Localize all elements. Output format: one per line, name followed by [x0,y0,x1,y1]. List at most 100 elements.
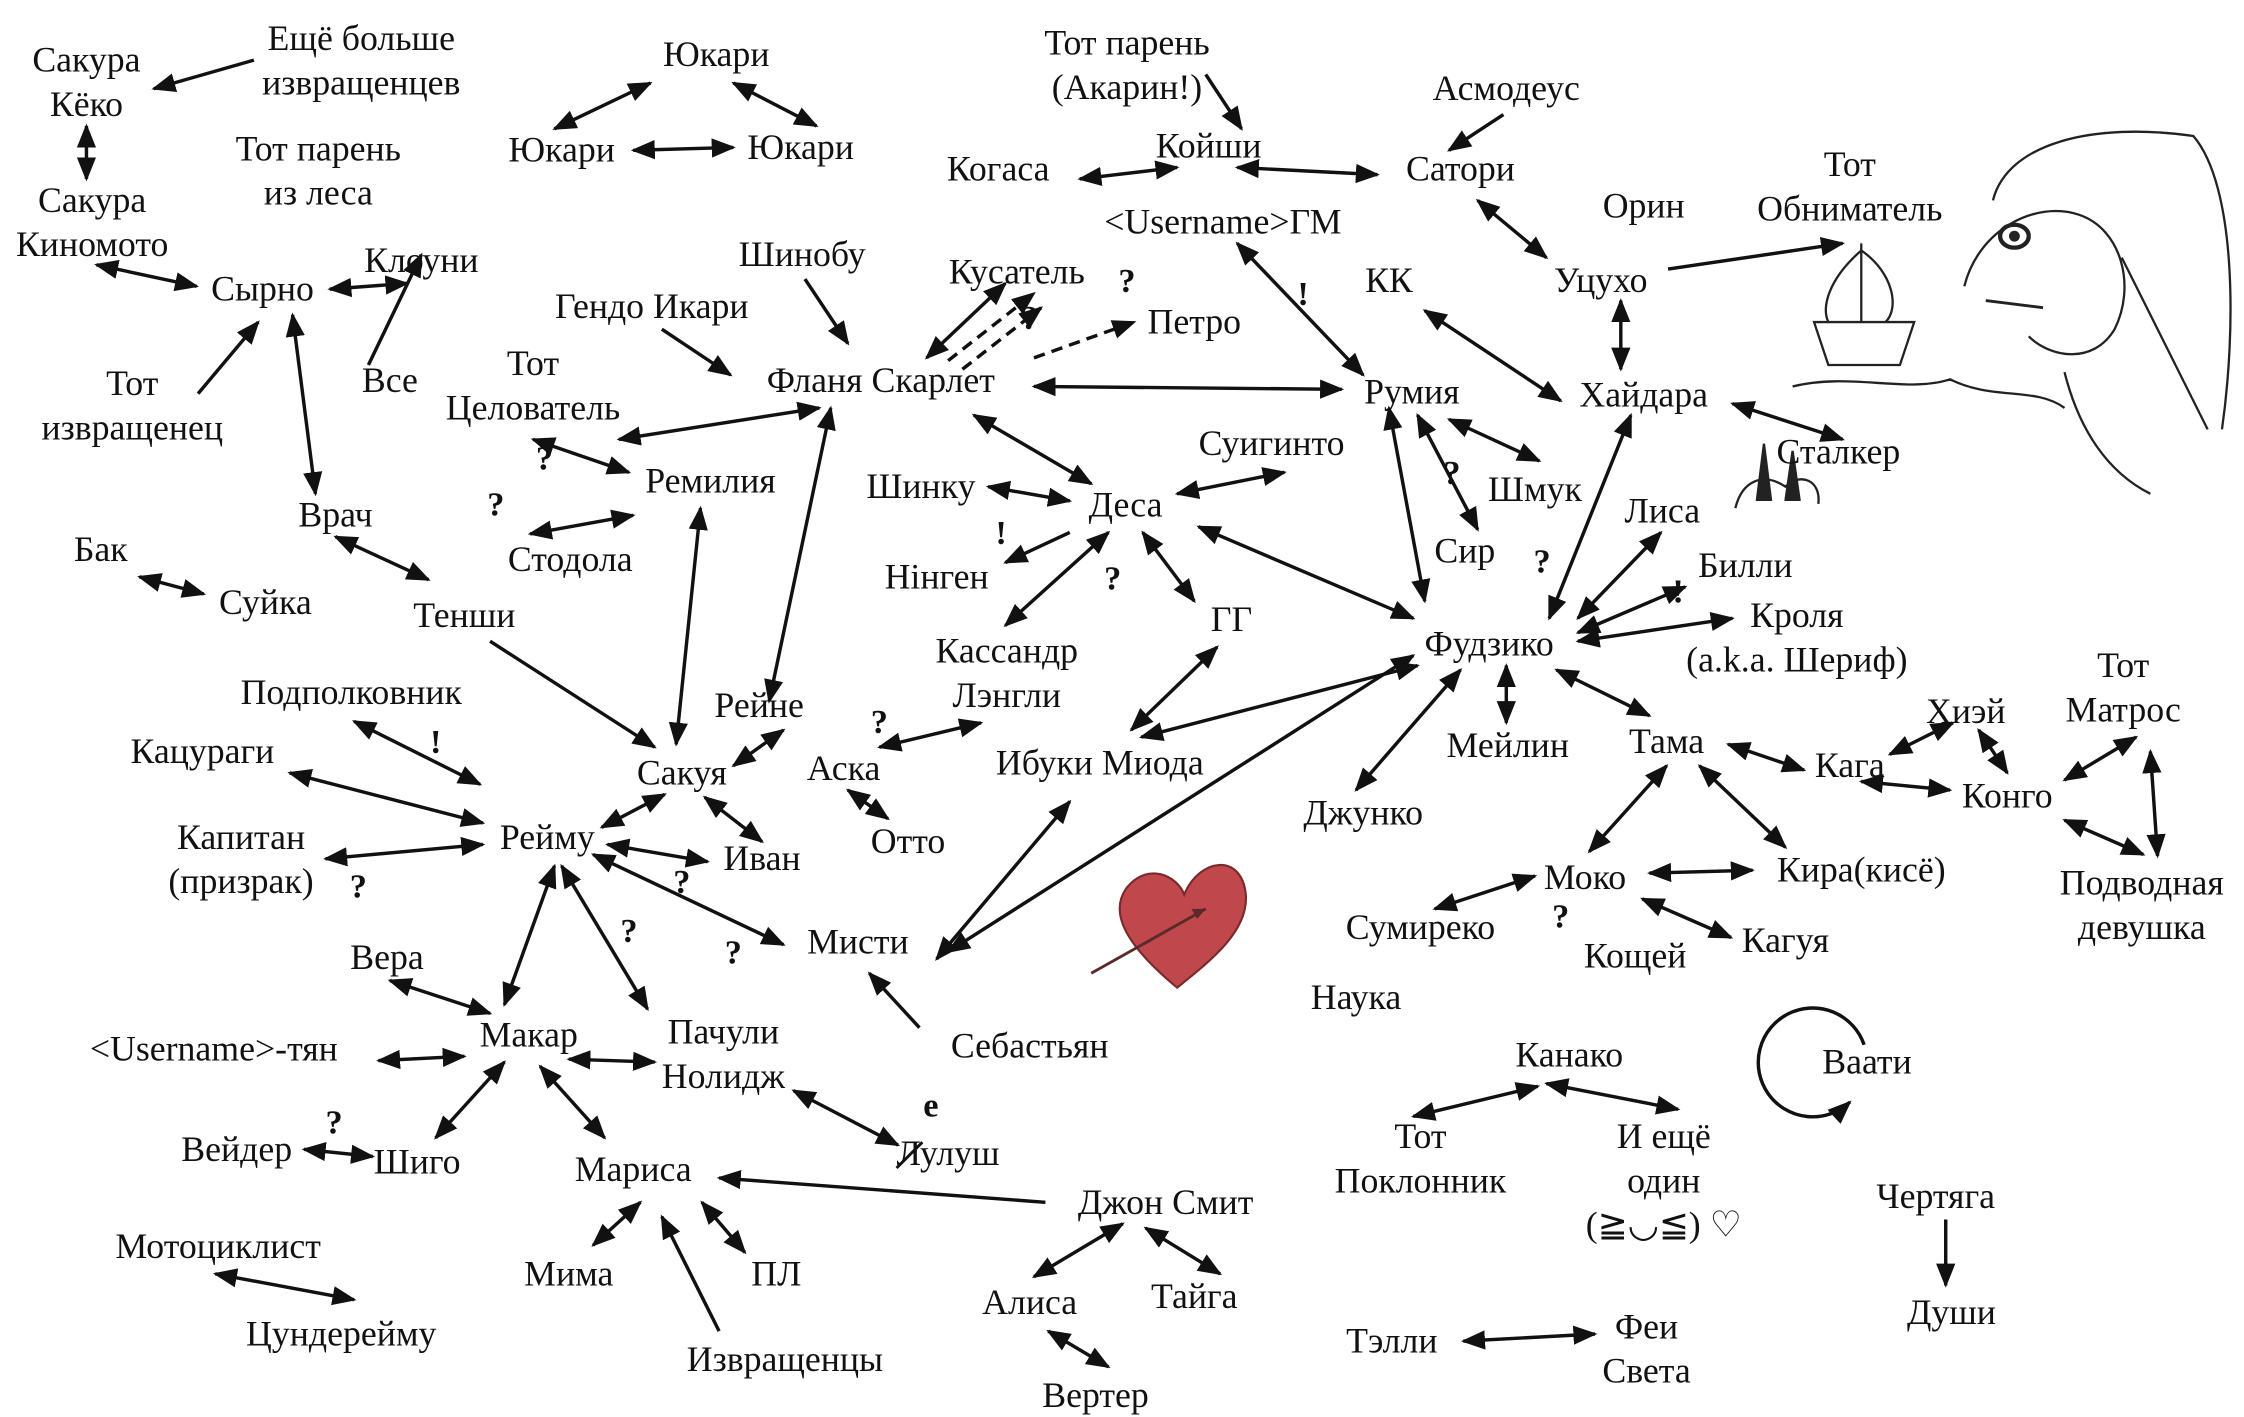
exclamation-mark: ! [1672,573,1683,611]
relationship-arrow [764,405,836,704]
relationship-arrow [935,799,1072,961]
node-nauka: Наука [1311,977,1402,1017]
lulush-correction-mark: е [923,1086,938,1124]
relationship-arrow [1033,320,1137,360]
node-label-line: КК [1365,260,1413,300]
node-label-line: Тот [2097,645,2150,685]
node-label-line: Кроля [1750,595,1843,635]
node-label-line: Лэнгли [952,675,1061,715]
node-vera: Вера [350,937,424,977]
relationship-arrow [660,327,733,377]
relationship-arrow [376,1047,467,1070]
node-orin: Орин [1603,186,1685,226]
relationship-arrow [1730,401,1845,442]
relationship-arrow [1422,309,1563,403]
node-label-line: Рейму [500,817,595,857]
node-label-line: Петро [1148,301,1242,341]
node-kogasa: Когаса [947,148,1050,188]
node-label-line: Нолидж [662,1056,785,1096]
node-label-line: Румия [1364,372,1460,412]
node-label-line: Уцухо [1554,260,1648,300]
node-tama: Тама [1629,721,1704,761]
relationship-arrow [1077,160,1180,186]
node-label-line: Сакура [32,40,140,80]
node-yukari-top: Юкари [663,34,770,74]
node-vse: Все [362,360,418,400]
node-label-line: Гендо Икари [555,286,749,326]
relationship-arrow [985,480,1073,507]
node-sumireko: Сумиреко [1346,907,1495,947]
question-mark: ? [1118,262,1135,300]
node-telli: Тэлли [1346,1321,1437,1361]
relationship-arrow [1587,763,1669,854]
node-remilia: Ремилия [645,460,776,500]
node-label-line: Кагуя [1742,920,1829,960]
relationship-arrow [1460,1325,1598,1350]
node-yukari-r: Юкари [747,127,854,167]
node-label-line: Наука [1311,977,1402,1017]
node-sugynto: Суигинто [1199,423,1345,463]
node-chertyaga: Чертяга [1876,1176,1995,1216]
node-label-line: Сакура [38,180,146,220]
relationship-arrow [287,769,486,827]
node-tot-akarin: Тот парень(Акарин!) [1044,22,1209,106]
question-mark: ? [871,703,888,741]
node-yukari-l: Юкари [508,130,615,170]
node-reine: Рейне [714,685,803,725]
edges [76,58,2166,1369]
node-alisa: Алиса [982,1282,1077,1322]
node-label-line: Сталкер [1777,432,1901,472]
relationship-arrow [605,838,711,868]
node-vertep: Вертер [1042,1375,1149,1415]
node-label-line: Ваати [1822,1041,1911,1081]
node-label-line: ПЛ [751,1253,801,1293]
question-mark: ? [1443,454,1460,492]
node-label-line: Хиэй [1926,691,2005,731]
relationship-arrow [1697,764,1788,849]
relationship-arrow [1725,742,1807,773]
node-label-line: Лиса [1625,490,1701,530]
node-username-gm: <Username>ГМ [1104,201,1341,241]
node-label-line: Сырно [211,269,314,309]
exclamation-mark: ! [1297,275,1308,313]
node-kaguya: Кагуя [1742,920,1829,960]
strikethrough-mark [895,1141,924,1169]
node-label-line: Суйка [219,582,312,622]
relationship-arrow [1196,525,1416,620]
relationship-arrow [301,1142,376,1164]
node-label-line: (≧◡≦) ♡ [1586,1205,1742,1245]
node-mima: Мима [524,1253,613,1293]
relationship-arrow [1575,611,1735,648]
relationship-arrow [2062,735,2139,782]
question-mark: ? [1552,897,1569,935]
node-syrno: Сырно [211,269,314,309]
node-label-line: И ещё [1617,1116,1711,1156]
question-mark: ? [673,863,690,901]
relationship-arrow [971,413,1094,486]
relationship-arrow [1547,412,1633,621]
node-vaati: Ваати [1822,1041,1911,1081]
node-motocikl: Мотоциклист [115,1226,321,1266]
node-label-line: Тот [1824,144,1877,184]
question-mark: ? [536,439,553,477]
node-label-line: Тама [1629,721,1704,761]
relationship-arrow [566,1050,658,1071]
node-label-line: Матрос [2066,689,2181,729]
node-koshchei: Кощей [1584,936,1687,976]
relationship-arrow [1432,873,1538,912]
relationship-arrow [1174,467,1287,499]
node-otto: Отто [871,821,946,861]
node-label-line: <Username>-тян [90,1029,338,1069]
node-label-line: Души [1907,1292,1996,1332]
relationship-arrow [1977,727,2009,775]
node-gg: ГГ [1211,599,1252,639]
node-label-line: Шмук [1488,469,1583,509]
node-label-line: Моко [1544,857,1626,897]
relationship-arrow [1003,530,1111,628]
